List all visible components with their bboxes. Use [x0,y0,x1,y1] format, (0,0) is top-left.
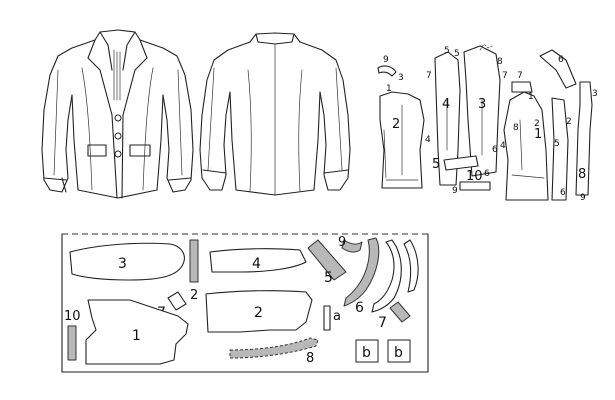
overview-label-side-6: 6 [560,188,566,198]
overview-label-5b: 5 [454,49,460,59]
overview-label-front-3: 3 [592,89,598,99]
overview-piece-3r [575,81,593,196]
layout-label-4: 4 [252,256,261,272]
layout-label-3: 3 [118,256,127,272]
layout-label-8: 8 [306,351,314,366]
layout-piece-b2 [387,339,411,363]
layout-label-1: 1 [132,328,141,344]
layout-piece-8 [229,337,319,359]
button-middle [114,132,122,140]
layout-piece-2-interfacing [189,239,199,283]
overview-label-8a: 8 [497,57,503,67]
overview-piece-5 [443,155,479,171]
layout-piece-7a [167,291,187,311]
jacket-back-drawing [199,32,351,196]
overview-label-front-7: 7 [517,71,523,81]
layout-piece-3 [69,242,185,281]
layout-label-10: 10 [64,309,81,324]
layout-piece-5 [307,239,347,281]
layout-piece-6-facing [403,239,419,293]
layout-piece-6 [371,239,402,313]
layout-piece-6-undercollar [343,237,380,307]
overview-piece-10 [459,181,491,191]
cutting-layout: 3 2 4 5 9 6 7 7 2 a 10 [61,233,429,373]
overview-label-4: 4 [425,135,431,145]
overview-label-side-4: 4 [500,141,506,151]
layout-label-a: a [333,309,341,324]
layout-piece-4 [209,248,307,273]
button-top [114,114,122,122]
overview-label-7b: 7 [502,71,508,81]
overview-label-6: 6 [484,169,490,179]
overview-label-front-1a: 1 [528,92,534,102]
overview-label-side-8: 8 [578,167,586,182]
overview-piece-7 [511,81,533,93]
overview-label-front-6: 6 [558,55,564,65]
layout-label-2-small: 2 [190,288,198,303]
overview-label-front-2: 2 [534,119,540,129]
overview-label-5: 5 [432,157,440,172]
layout-label-5: 5 [324,270,333,286]
button-bottom [114,150,122,158]
overview-label-side-9: 9 [580,193,586,203]
overview-label-10: 10 [466,169,483,184]
overview-label-7a: 7 [426,71,432,81]
overview-label-side-5: 5 [554,139,560,149]
layout-piece-1 [85,299,189,365]
overview-piece-6 [539,49,577,89]
overview-label-front-1b: 1 [534,127,542,142]
overview-label-2: 2 [392,117,400,132]
overview-label-9: 9 [383,55,389,65]
layout-label-6: 6 [355,300,364,316]
layout-piece-10 [67,325,77,361]
overview-label-front-8: 8 [513,123,519,133]
layout-piece-7b [389,301,411,323]
layout-label-2: 2 [254,305,263,321]
layout-label-b1: b [362,345,371,361]
overview-piece-side-2 [551,97,569,201]
overview-label-3: 3 [398,73,404,83]
layout-piece-b1 [355,339,379,363]
pattern-overview: 9 3 1 2 4 5 5 7 8 4 3 7 6 5 6 10 9 7 [377,43,598,203]
layout-label-7b: 7 [378,315,387,331]
overview-piece-front-1 [503,91,549,201]
overview-label-side-2a: 2 [566,117,572,127]
fabric-edge [61,233,429,373]
layout-label-9: 9 [338,235,346,250]
layout-piece-2 [205,290,313,333]
overview-label-sleeve-4: 4 [442,97,450,112]
overview-label-5a: 5 [444,46,450,56]
layout-piece-a [323,305,331,331]
overview-label-sleeve-3: 3 [478,97,486,112]
layout-piece-9 [341,239,363,253]
layout-label-b2: b [394,345,403,361]
jacket-front-drawing [41,29,194,199]
overview-label-9b: 9 [452,186,458,196]
overview-piece-9 [377,65,397,77]
overview-label-1: 1 [386,84,392,94]
overview-label-6a: 6 [492,145,498,155]
